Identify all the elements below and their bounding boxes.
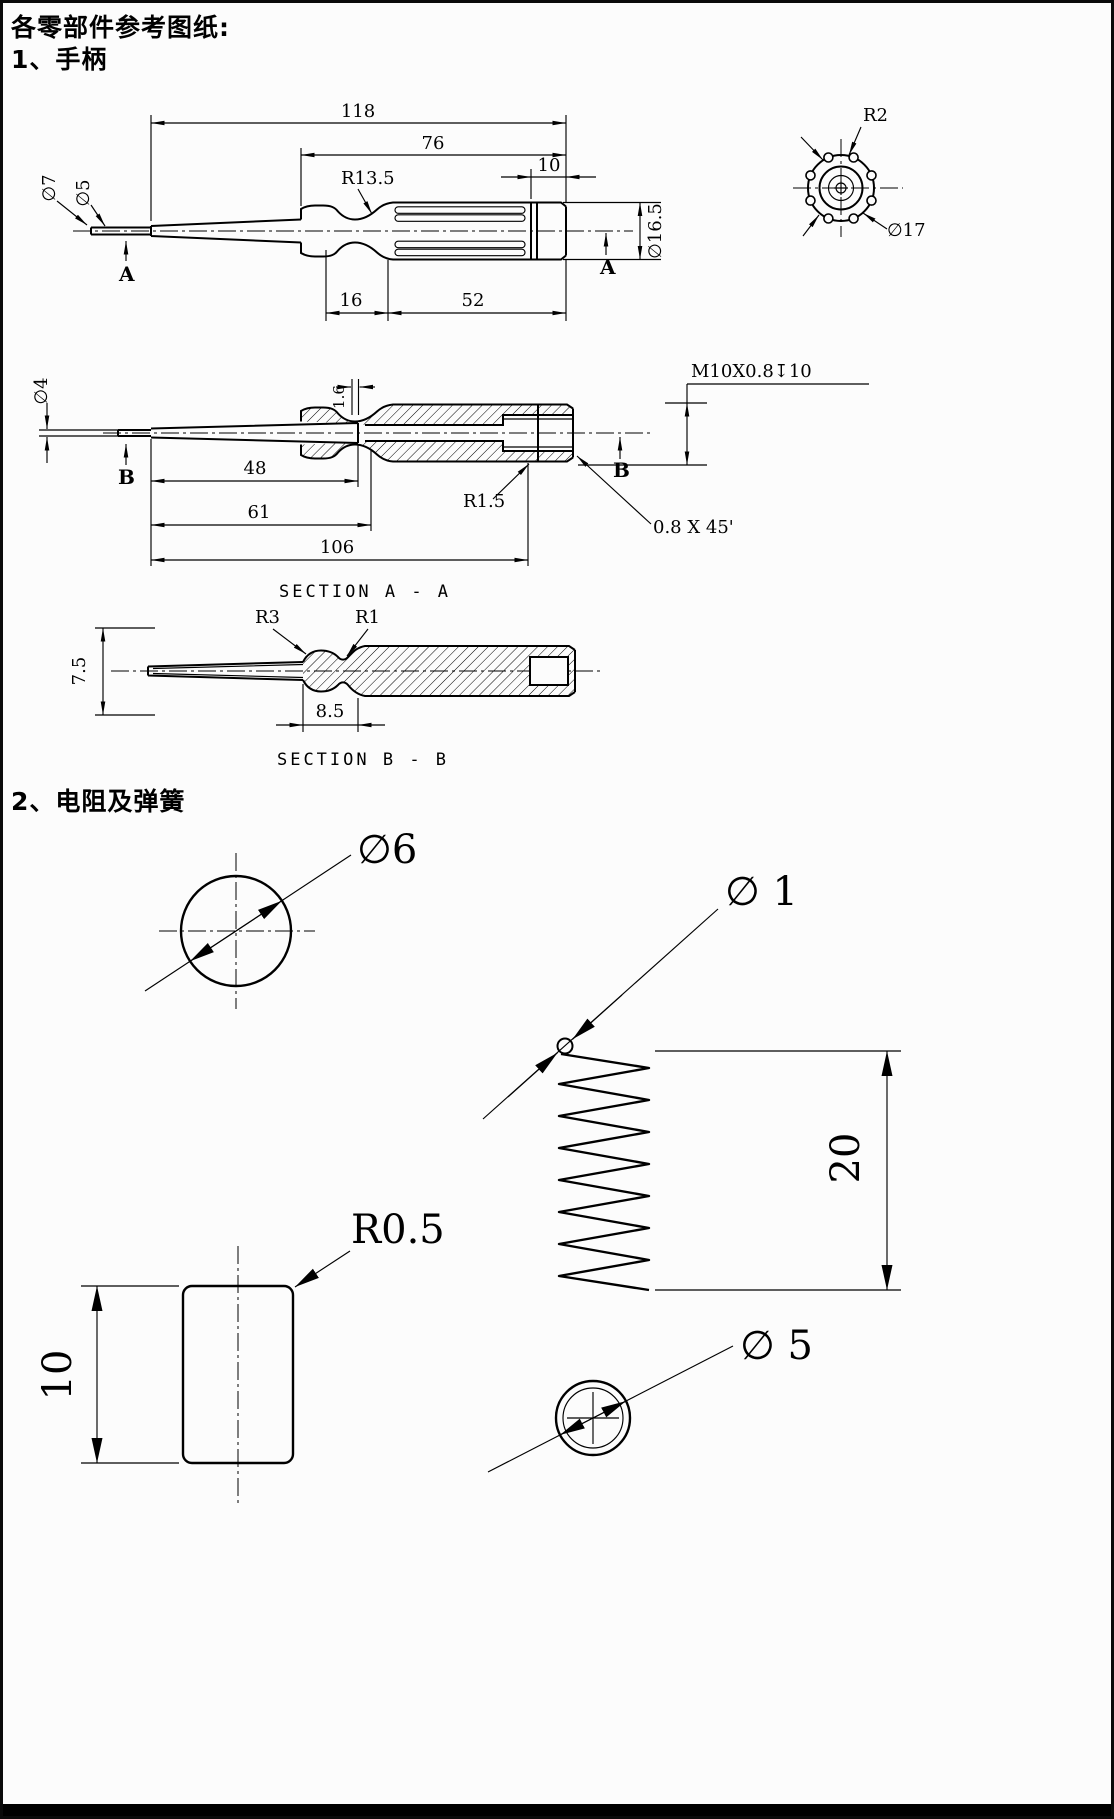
- dim-7-5-label: 7.5: [69, 657, 90, 686]
- radius-r0-5-label: R0.5: [351, 1207, 445, 1253]
- dia7-label: ∅7: [39, 174, 60, 201]
- hatch-body: [303, 646, 575, 696]
- resistor-side-view: R0.5 10: [35, 1207, 445, 1505]
- section-aa-view: ∅4 1.6 M10X0.8↧10 B B: [31, 361, 869, 602]
- technical-drawing-canvas: 118 76 10 R13.5 ∅7 ∅5: [31, 101, 926, 1505]
- dim-106-label: 106: [320, 537, 354, 558]
- dim-7-5: [95, 627, 155, 716]
- grip-flutes: [394, 206, 526, 257]
- section-bb-caption: SECTION B - B: [277, 750, 449, 770]
- section1-heading: 1、手柄: [11, 45, 108, 74]
- dia16-5-label: ∅16.5: [645, 203, 666, 259]
- spring-length-label: 20: [823, 1133, 869, 1184]
- end-view-notches: [805, 152, 877, 224]
- radius-r1-label: R1: [355, 607, 380, 628]
- dim-10-label: 10: [538, 155, 561, 176]
- hatch-bottom-wall: [301, 441, 573, 462]
- section-b-mark-left: B: [118, 465, 135, 489]
- dim-10-body: [81, 1285, 179, 1464]
- dia4-label: ∅4: [31, 377, 52, 404]
- radius-r13-5-label: R13.5: [341, 168, 395, 189]
- section-aa-caption: SECTION A - A: [279, 582, 451, 602]
- dim-16-label: 16: [340, 290, 363, 311]
- spring-view: ∅ 1 20: [482, 869, 901, 1292]
- dim-dia16-5: [563, 201, 661, 261]
- dim-118: [150, 115, 567, 221]
- radius-r1-5-label: R1.5: [463, 491, 505, 512]
- spring-wire-dia-label: ∅ 1: [725, 869, 798, 915]
- section-bb-view: R3 R1 7.5 8.5 SECTION B - B: [69, 607, 603, 770]
- radius-r3-label: R3: [255, 607, 280, 628]
- radius-r2-label: R2: [863, 105, 888, 126]
- dim-76-label: 76: [422, 133, 445, 154]
- handle-end-view: R2 ∅17: [793, 105, 926, 241]
- dim-10: [501, 169, 596, 199]
- page-bottom-border: [3, 1804, 1111, 1816]
- body-length-label: 10: [35, 1350, 81, 1401]
- section-a-mark-right: A: [599, 255, 616, 279]
- dim-1-6: [336, 379, 375, 415]
- hatch-top-wall: [301, 404, 573, 425]
- page-title: 各零部件参考图纸:: [11, 13, 230, 42]
- dim-76: [300, 148, 566, 206]
- dim-52-label: 52: [462, 290, 485, 311]
- section2-heading: 2、电阻及弹簧: [11, 787, 186, 816]
- section-a-mark-left: A: [118, 262, 135, 286]
- spring-wire-section: [556, 1037, 574, 1055]
- wall-1-6-label: 1.6: [330, 385, 348, 409]
- dia6-label: ∅6: [357, 827, 417, 873]
- dia5-label: ∅5: [73, 179, 94, 206]
- cap-dia-label: ∅ 5: [740, 1323, 813, 1369]
- dim-48-61-106: [150, 439, 529, 566]
- dim-8-5-label: 8.5: [316, 701, 345, 722]
- thread-depth-dim: [578, 383, 869, 466]
- chamfer-label: 0.8 X 45': [653, 517, 734, 538]
- dim-8-5: [276, 684, 385, 732]
- dim-dia4: [39, 403, 118, 463]
- resistor-front-view: ∅6: [144, 827, 417, 1009]
- dia17-label: ∅17: [887, 220, 926, 241]
- dim-20: [655, 1050, 901, 1291]
- cap-end-view: ∅ 5: [487, 1323, 813, 1473]
- dim-118-label: 118: [341, 101, 375, 122]
- thread-callout-label: M10X0.8↧10: [691, 361, 812, 382]
- dim-16-52: [325, 250, 567, 321]
- section-b-mark-right: B: [613, 458, 630, 482]
- dim-61-label: 61: [248, 502, 271, 523]
- dim-48-label: 48: [244, 458, 267, 479]
- handle-side-view: 118 76 10 R13.5 ∅7 ∅5: [39, 101, 666, 321]
